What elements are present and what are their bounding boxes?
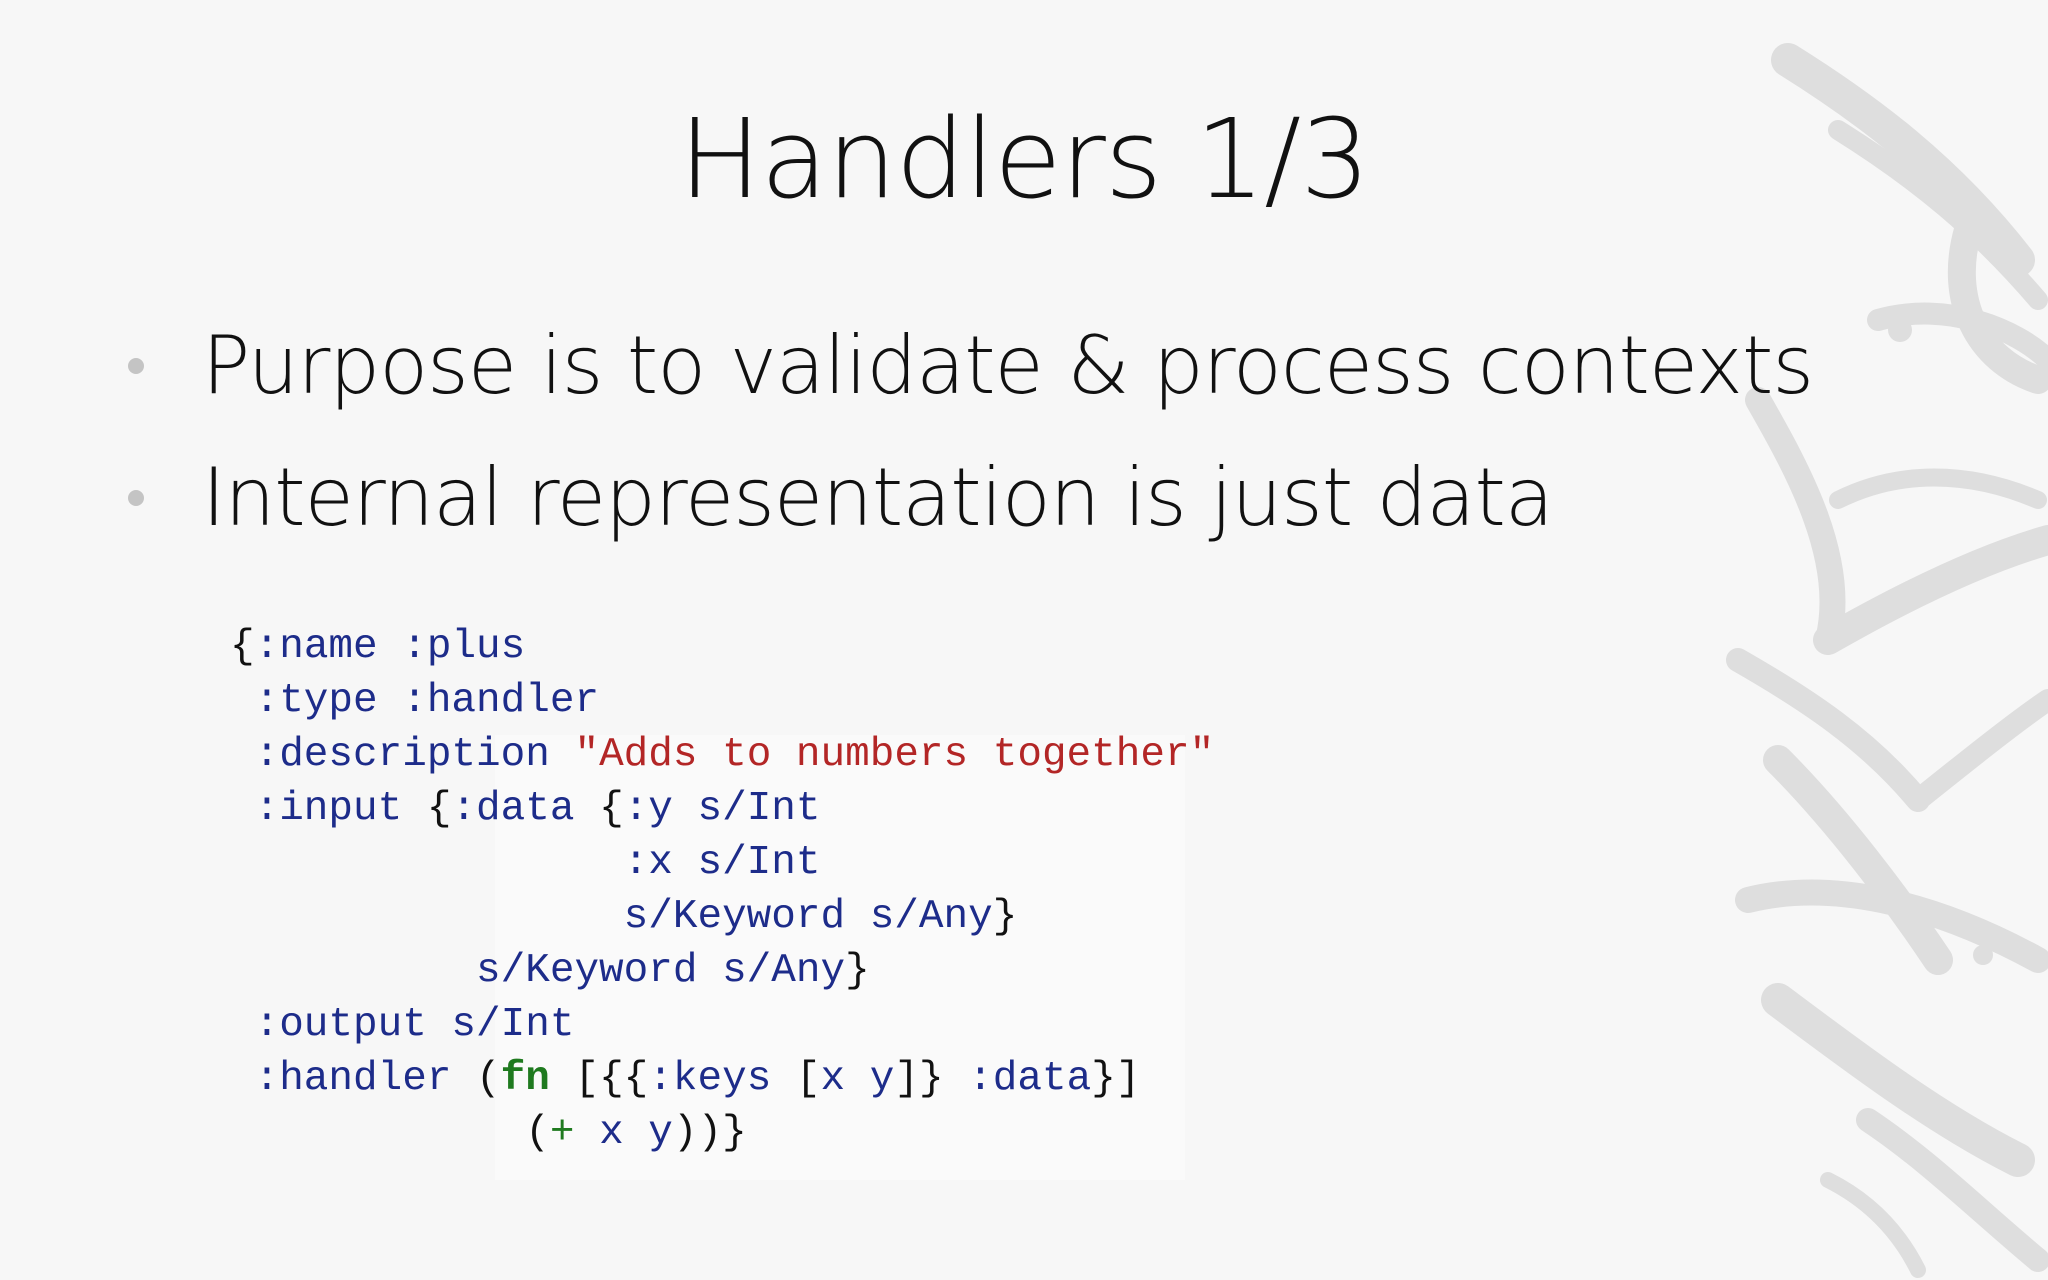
- code-token: x y: [574, 1110, 673, 1156]
- code-line: :output s/Int: [230, 998, 1214, 1052]
- code-line: :input {:data {:y s/Int: [230, 782, 1214, 836]
- code-token: s/Keyword s/Any: [230, 894, 993, 940]
- code-token: :data: [943, 1056, 1092, 1102]
- code-token: fn: [500, 1056, 550, 1102]
- code-token: :handler: [230, 1056, 477, 1102]
- code-token: s/Keyword s/Any: [230, 948, 846, 994]
- code-token: [: [795, 1056, 821, 1102]
- bullet-dot-icon: [128, 490, 144, 506]
- code-token: }: [845, 948, 870, 994]
- code-token: :y s/Int: [623, 786, 821, 832]
- code-token: ))}: [672, 1110, 747, 1156]
- code-token: :data: [451, 786, 600, 832]
- bullet-text: Internal representation is just data: [202, 451, 1554, 544]
- code-token: {: [230, 624, 255, 670]
- bullet-text: Purpose is to validate & process context…: [202, 319, 1814, 412]
- code-token: ]}: [894, 1056, 944, 1102]
- code-line: s/Keyword s/Any}: [230, 944, 1214, 998]
- code-token: :keys: [648, 1056, 796, 1102]
- code-token: [{{: [549, 1056, 649, 1102]
- code-line: :handler (fn [{{:keys [x y]} :data}]: [230, 1052, 1214, 1106]
- code-token: :description: [230, 732, 575, 778]
- code-token: :output s/Int: [230, 1002, 575, 1048]
- code-token: }: [992, 894, 1018, 940]
- code-line: :type :handler: [230, 674, 1214, 728]
- slide-title: Handlers 1/3: [678, 95, 1370, 223]
- code-token: {: [599, 786, 624, 832]
- code-token: :x s/Int: [230, 840, 821, 886]
- bullet-list: Purpose is to validate & process context…: [120, 300, 1814, 564]
- code-block: {:name :plus :type :handler :description…: [230, 620, 1214, 1160]
- code-token: (: [230, 1110, 550, 1156]
- code-line: s/Keyword s/Any}: [230, 890, 1214, 944]
- code-token: :type :handler: [230, 678, 600, 724]
- code-token: {: [426, 786, 452, 832]
- code-line: (+ x y))}: [230, 1106, 1214, 1160]
- code-line: {:name :plus: [230, 620, 1214, 674]
- code-token: (: [476, 1056, 501, 1102]
- code-line: :x s/Int: [230, 836, 1214, 890]
- code-background: [495, 735, 1185, 1180]
- code-line: :description "Adds to numbers together": [230, 728, 1215, 782]
- code-token: :name :plus: [254, 624, 526, 670]
- bullet-item: Internal representation is just data: [120, 432, 1813, 564]
- code-token: }]: [1091, 1056, 1141, 1102]
- code-token: x y: [820, 1056, 895, 1102]
- code-token: +: [549, 1110, 575, 1156]
- code-token: "Adds to numbers together": [574, 732, 1215, 778]
- code-token: :input: [230, 786, 427, 832]
- bullet-dot-icon: [128, 358, 144, 374]
- bullet-item: Purpose is to validate & process context…: [120, 300, 1814, 432]
